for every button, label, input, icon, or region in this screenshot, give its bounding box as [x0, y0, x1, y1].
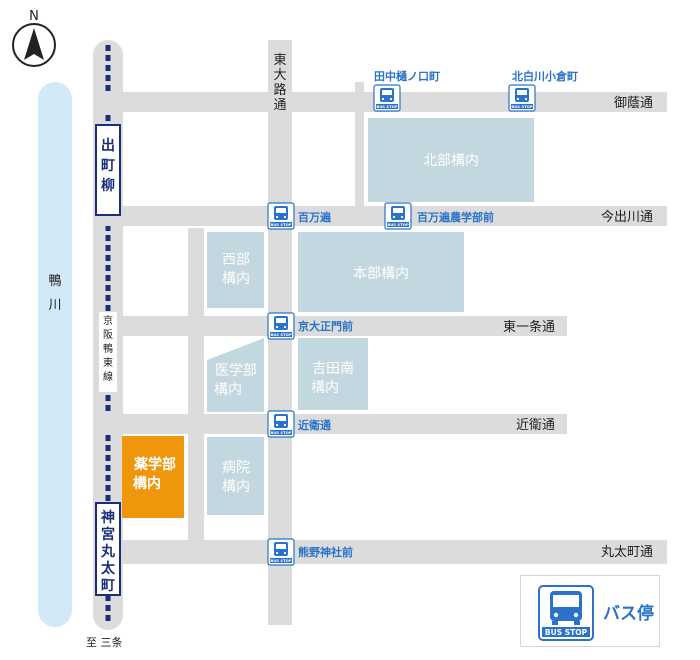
- station-jingu-label-2: 宮: [101, 526, 115, 543]
- railway-line-label-5: 線: [103, 370, 113, 383]
- campus-pharmacy: [122, 436, 184, 518]
- station-jingu-label-4: 太: [101, 560, 116, 577]
- road-west-small: [188, 228, 204, 542]
- station-demachiyanagi-label-1: 出: [101, 137, 115, 154]
- station-demachiyanagi: 出 町 柳: [95, 124, 121, 216]
- bus-stop-icon-hyakumanben[interactable]: BUS STOP: [267, 202, 295, 230]
- railway-label-bg: [99, 312, 117, 392]
- campus-medicine-label-1: 医学部: [215, 363, 257, 379]
- river-label-1: 鴨: [48, 274, 61, 289]
- campus-pharmacy-label-2: 構内: [133, 475, 161, 492]
- bus-stop-label-kumano: 熊野神社前: [298, 545, 353, 559]
- bus-stop-icon-text: BUS STOP: [270, 222, 292, 227]
- railway-line-label-3: 鴨: [103, 342, 113, 355]
- campus-west: [207, 232, 264, 308]
- street-label-marutamachi: 丸太町通: [601, 545, 653, 560]
- station-jingu-label-5: 町: [101, 578, 115, 594]
- bus-stop-label-tanaka: 田中樋ノ口町: [374, 69, 440, 83]
- road-konoe: [93, 414, 567, 434]
- railway-line-label-4: 東: [103, 356, 113, 369]
- legend-label: バス停: [603, 604, 654, 624]
- street-label-higashi-oji-1: 東: [273, 52, 286, 68]
- road-higashi-ichijo: [93, 316, 567, 336]
- kamo-river: [38, 82, 72, 627]
- campus-west-label-1: 西部: [222, 252, 250, 268]
- river-label-2: 川: [48, 298, 61, 313]
- railway-line-label-2: 阪: [103, 328, 113, 341]
- station-demachiyanagi-label-3: 柳: [101, 177, 115, 194]
- road-imadegawa: [93, 206, 667, 226]
- bus-stop-icon-text: BUS STOP: [270, 558, 292, 563]
- legend-icon-text: BUS STOP: [545, 628, 588, 637]
- street-label-imadegawa: 今出川通: [601, 209, 653, 225]
- campus-pharmacy-label-1: 薬学部: [134, 456, 176, 473]
- campus-yoshida-south-label-1: 吉田南: [312, 361, 354, 377]
- campus-hospital-label-2: 構内: [222, 479, 250, 495]
- bus-stop-icon-kumano[interactable]: BUS STOP: [267, 538, 295, 566]
- bus-stop-icon-seimon[interactable]: BUS STOP: [267, 312, 295, 340]
- bus-stop-icon-text: BUS STOP: [270, 430, 292, 435]
- station-demachiyanagi-label-2: 町: [101, 158, 115, 174]
- bus-stop-label-hyakumanben: 百万遍: [298, 210, 332, 224]
- bus-stop-label-kitashirakawa: 北白川小倉町: [512, 69, 578, 83]
- street-label-higashi-oji-4: 通: [273, 98, 286, 113]
- street-label-konoe: 近衛通: [516, 418, 555, 433]
- road-north-small: [355, 82, 364, 216]
- street-label-mikage: 御蔭通: [614, 96, 653, 111]
- campus-hospital: [207, 437, 264, 515]
- bus-stop-icon-hyakumanben-nogakubu[interactable]: BUS STOP: [384, 202, 412, 230]
- campus-main: [298, 232, 464, 312]
- street-label-higashi-oji-2: 大: [273, 68, 286, 83]
- bus-stop-icons: BUS STOP BUS STOP BUS STOP BUS STOP BUS STOP…: [267, 84, 536, 566]
- campus-north: [368, 118, 534, 202]
- campus-main-label: 本部構内: [353, 266, 409, 282]
- station-jingu-label-1: 神: [101, 509, 115, 526]
- bus-stop-icon-konoe[interactable]: BUS STOP: [267, 410, 295, 438]
- campus-north-label: 北部構内: [423, 153, 479, 169]
- campus-medicine-label-2: 構内: [214, 382, 242, 398]
- bus-stop-icon-tanaka[interactable]: BUS STOP: [373, 84, 401, 112]
- north-arrow-icon: [24, 28, 44, 60]
- bus-stop-icon-text: BUS STOP: [511, 104, 533, 109]
- campus-yoshida-south: [298, 338, 368, 410]
- north-label: N: [29, 9, 39, 24]
- bus-stop-label-hyakumanben-nogakubu: 百万遍農学部前: [417, 210, 494, 224]
- station-jingu-marutamachi: 神 宮 丸 太 町: [95, 502, 121, 596]
- bus-stop-icon-kitashirakawa[interactable]: BUS STOP: [508, 84, 536, 112]
- street-label-higashi-oji-3: 路: [273, 82, 286, 98]
- campus-west-label-2: 構内: [222, 271, 250, 287]
- bus-stop-icon-text: BUS STOP: [387, 222, 409, 227]
- road-marutamachi: [93, 540, 667, 564]
- railway-line-label-1: 京: [103, 314, 113, 327]
- bus-stop-label-seimon: 京大正門前: [298, 319, 353, 333]
- campus-hospital-label-1: 病院: [222, 460, 250, 476]
- bus-stop-icon-text: BUS STOP: [270, 332, 292, 337]
- north-arrow: N: [12, 9, 56, 67]
- bus-stop-label-konoe: 近衛通: [298, 418, 331, 432]
- campus-medicine: [207, 338, 264, 412]
- campus-yoshida-south-label-2: 構内: [311, 380, 339, 396]
- direction-note: 至 三条: [86, 636, 123, 649]
- station-jingu-label-3: 丸: [100, 543, 116, 560]
- street-label-higashi-ichijo: 東一条通: [503, 319, 555, 335]
- legend-bus-icon: BUS STOP: [538, 585, 594, 641]
- bus-stop-icon-text: BUS STOP: [376, 104, 398, 109]
